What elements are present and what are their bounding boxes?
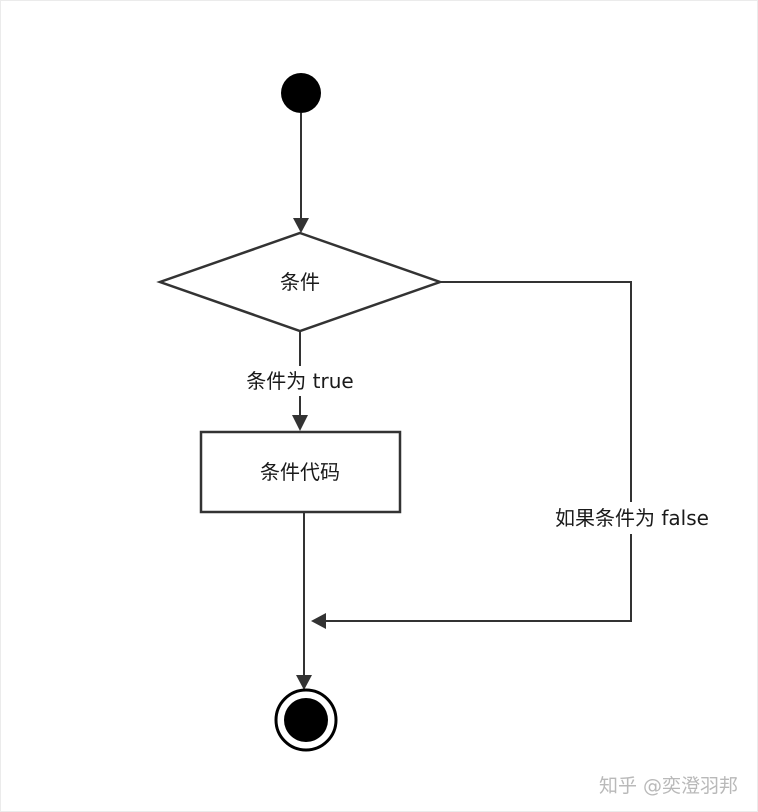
condition-label: 条件 <box>280 270 320 294</box>
false-edge-label: 如果条件为 false <box>555 506 709 530</box>
arrowhead-to-code-block <box>292 415 308 431</box>
watermark: 知乎 @奕澄羽邦 <box>598 775 738 797</box>
arrowhead-to-condition <box>293 218 309 233</box>
arrowhead-to-end-node <box>296 675 312 690</box>
end-node-inner <box>284 698 328 742</box>
false-edge-label-background <box>538 502 726 534</box>
true-edge-label: 条件为 true <box>246 369 353 393</box>
start-node <box>281 73 321 113</box>
arrowhead-false-merge <box>311 613 326 629</box>
true-edge-label-background <box>232 366 364 396</box>
condition-code-block <box>199 430 402 514</box>
code-block-label: 条件代码 <box>260 460 340 484</box>
edge-false-branch <box>326 281 632 622</box>
